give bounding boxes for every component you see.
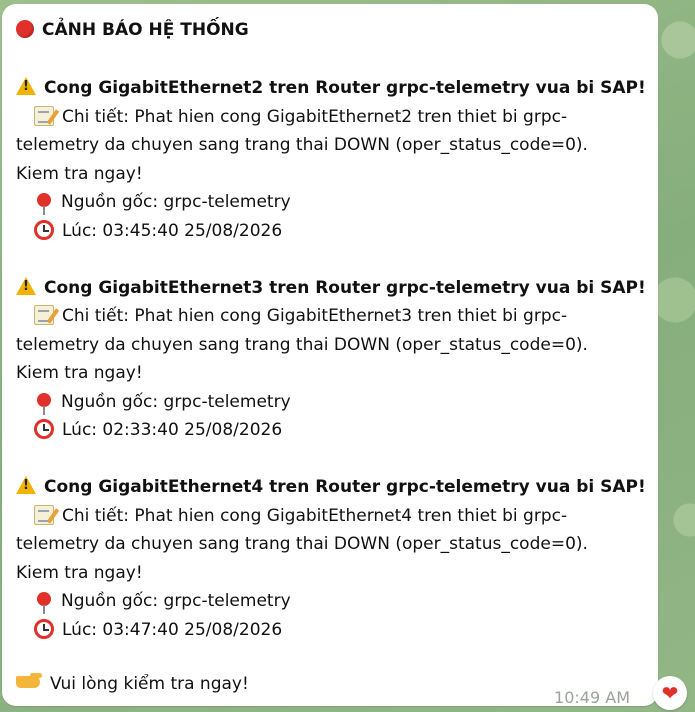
red-circle-icon — [16, 20, 34, 38]
alarm-clock-icon — [34, 619, 54, 639]
alert-title: Cong GigabitEthernet3 tren Router grpc-t… — [16, 274, 644, 303]
memo-icon — [34, 106, 54, 126]
alert-block: Cong GigabitEthernet4 tren Router grpc-t… — [16, 473, 644, 644]
footer-text: Vui lòng kiểm tra ngay! — [50, 674, 249, 694]
alert-time: Lúc: 03:47:40 25/08/2026 — [16, 616, 644, 645]
alarm-clock-icon — [34, 220, 54, 240]
header-text: CẢNH BÁO HỆ THỐNG — [42, 20, 249, 40]
heart-reaction-button[interactable]: ❤ — [653, 676, 687, 710]
alert-source: Nguồn gốc: grpc-telemetry — [16, 188, 644, 217]
memo-icon — [34, 505, 54, 525]
alert-title: Cong GigabitEthernet4 tren Router grpc-t… — [16, 473, 644, 502]
alert-detail: Chi tiết: Phat hien cong GigabitEthernet… — [16, 302, 644, 331]
alert-source: Nguồn gốc: grpc-telemetry — [16, 388, 644, 417]
alert-title: Cong GigabitEthernet2 tren Router grpc-t… — [16, 74, 644, 103]
warning-icon — [16, 77, 36, 95]
alert-time: Lúc: 02:33:40 25/08/2026 — [16, 416, 644, 445]
alert-detail-cont: telemetry da chuyen sang trang thai DOWN… — [16, 131, 644, 160]
warning-icon — [16, 277, 36, 295]
alarm-clock-icon — [34, 419, 54, 439]
alert-block: Cong GigabitEthernet3 tren Router grpc-t… — [16, 274, 644, 445]
alert-detail: Chi tiết: Phat hien cong GigabitEthernet… — [16, 502, 644, 531]
alert-detail: Chi tiết: Phat hien cong GigabitEthernet… — [16, 103, 644, 132]
pin-icon — [37, 193, 51, 207]
message-footer: Vui lòng kiểm tra ngay! 10:49 AM — [16, 670, 644, 699]
pin-icon — [37, 592, 51, 606]
memo-icon — [34, 305, 54, 325]
alert-block: Cong GigabitEthernet2 tren Router grpc-t… — [16, 74, 644, 245]
message-bubble[interactable]: CẢNH BÁO HỆ THỐNG Cong GigabitEthernet2 … — [2, 4, 658, 706]
warning-icon — [16, 476, 36, 494]
alert-detail-cont: Kiem tra ngay! — [16, 359, 644, 388]
alert-detail-cont: telemetry da chuyen sang trang thai DOWN… — [16, 331, 644, 360]
alert-time: Lúc: 03:45:40 25/08/2026 — [16, 217, 644, 246]
pin-icon — [37, 393, 51, 407]
message-timestamp: 10:49 AM — [554, 684, 630, 712]
alert-source: Nguồn gốc: grpc-telemetry — [16, 587, 644, 616]
alert-header: CẢNH BÁO HỆ THỐNG — [16, 16, 644, 44]
alert-detail-cont: Kiem tra ngay! — [16, 160, 644, 189]
heart-icon: ❤ — [662, 681, 679, 705]
alert-detail-cont: telemetry da chuyen sang trang thai DOWN… — [16, 530, 644, 559]
pointing-hand-icon — [16, 676, 40, 688]
alert-detail-cont: Kiem tra ngay! — [16, 559, 644, 588]
